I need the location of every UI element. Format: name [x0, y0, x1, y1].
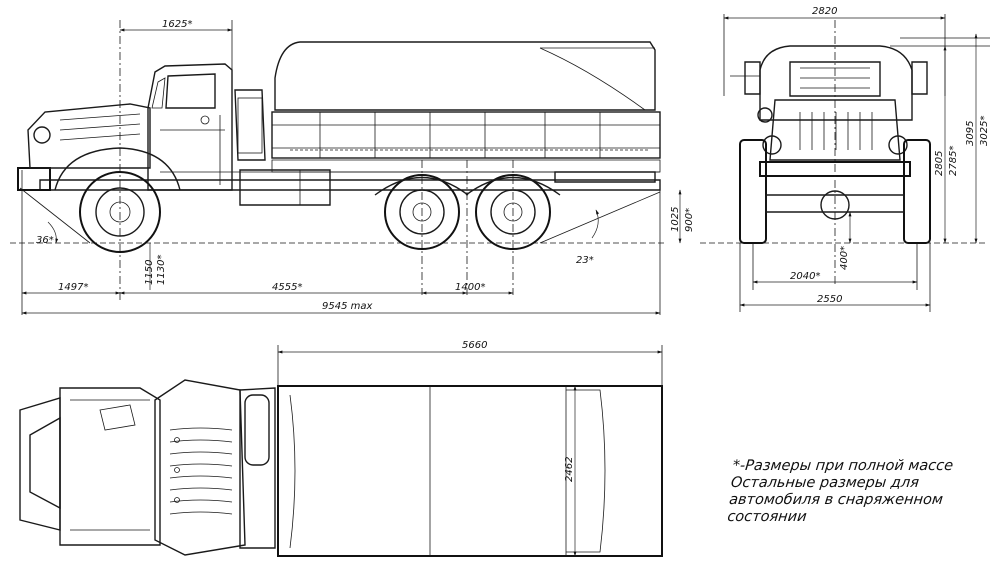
- front-view: 2820 2805 2785* 3095 3025* 2040* 400* 25…: [700, 6, 990, 312]
- dim-1025: 1025: [670, 207, 681, 232]
- dim-5660: 5660: [462, 340, 487, 351]
- dim-2040: 2040*: [790, 271, 820, 282]
- dim-angle-36: 36*: [36, 235, 54, 246]
- dim-4555: 4555*: [272, 282, 302, 293]
- rear-wheel-2: [475, 174, 551, 250]
- dim-1497: 1497*: [58, 282, 88, 293]
- note-line-2: Остальные размеры для: [730, 475, 920, 491]
- dim-900: 900*: [684, 208, 695, 232]
- dim-1625: 1625*: [162, 19, 192, 30]
- side-view: 1625* 1497* 4555* 1400* 9545 max 36* 23*…: [10, 19, 695, 315]
- dim-2785: 2785*: [948, 146, 959, 176]
- dim-400: 400*: [839, 246, 850, 270]
- dimension-notes: *-Размеры при полной массе Остальные раз…: [726, 458, 983, 526]
- dim-3095: 3095: [965, 121, 976, 146]
- dim-3025: 3025*: [979, 116, 990, 146]
- dim-1400: 1400*: [455, 282, 485, 293]
- dim-1150: 1150: [144, 260, 155, 285]
- dim-9545: 9545 max: [322, 301, 372, 312]
- dim-2805: 2805: [934, 151, 945, 176]
- dim-angle-23: 23*: [576, 255, 594, 266]
- note-line-1: *-Размеры при полной массе: [731, 458, 954, 474]
- dim-1130: 1130*: [156, 255, 167, 285]
- dim-2550: 2550: [817, 294, 842, 305]
- top-view: 5660 2462: [19, 340, 663, 557]
- note-line-3: автомобиля в снаряженном: [728, 492, 944, 508]
- note-line-4: состоянии: [726, 509, 808, 525]
- dim-2820: 2820: [812, 6, 837, 17]
- dim-2462: 2462: [564, 457, 575, 482]
